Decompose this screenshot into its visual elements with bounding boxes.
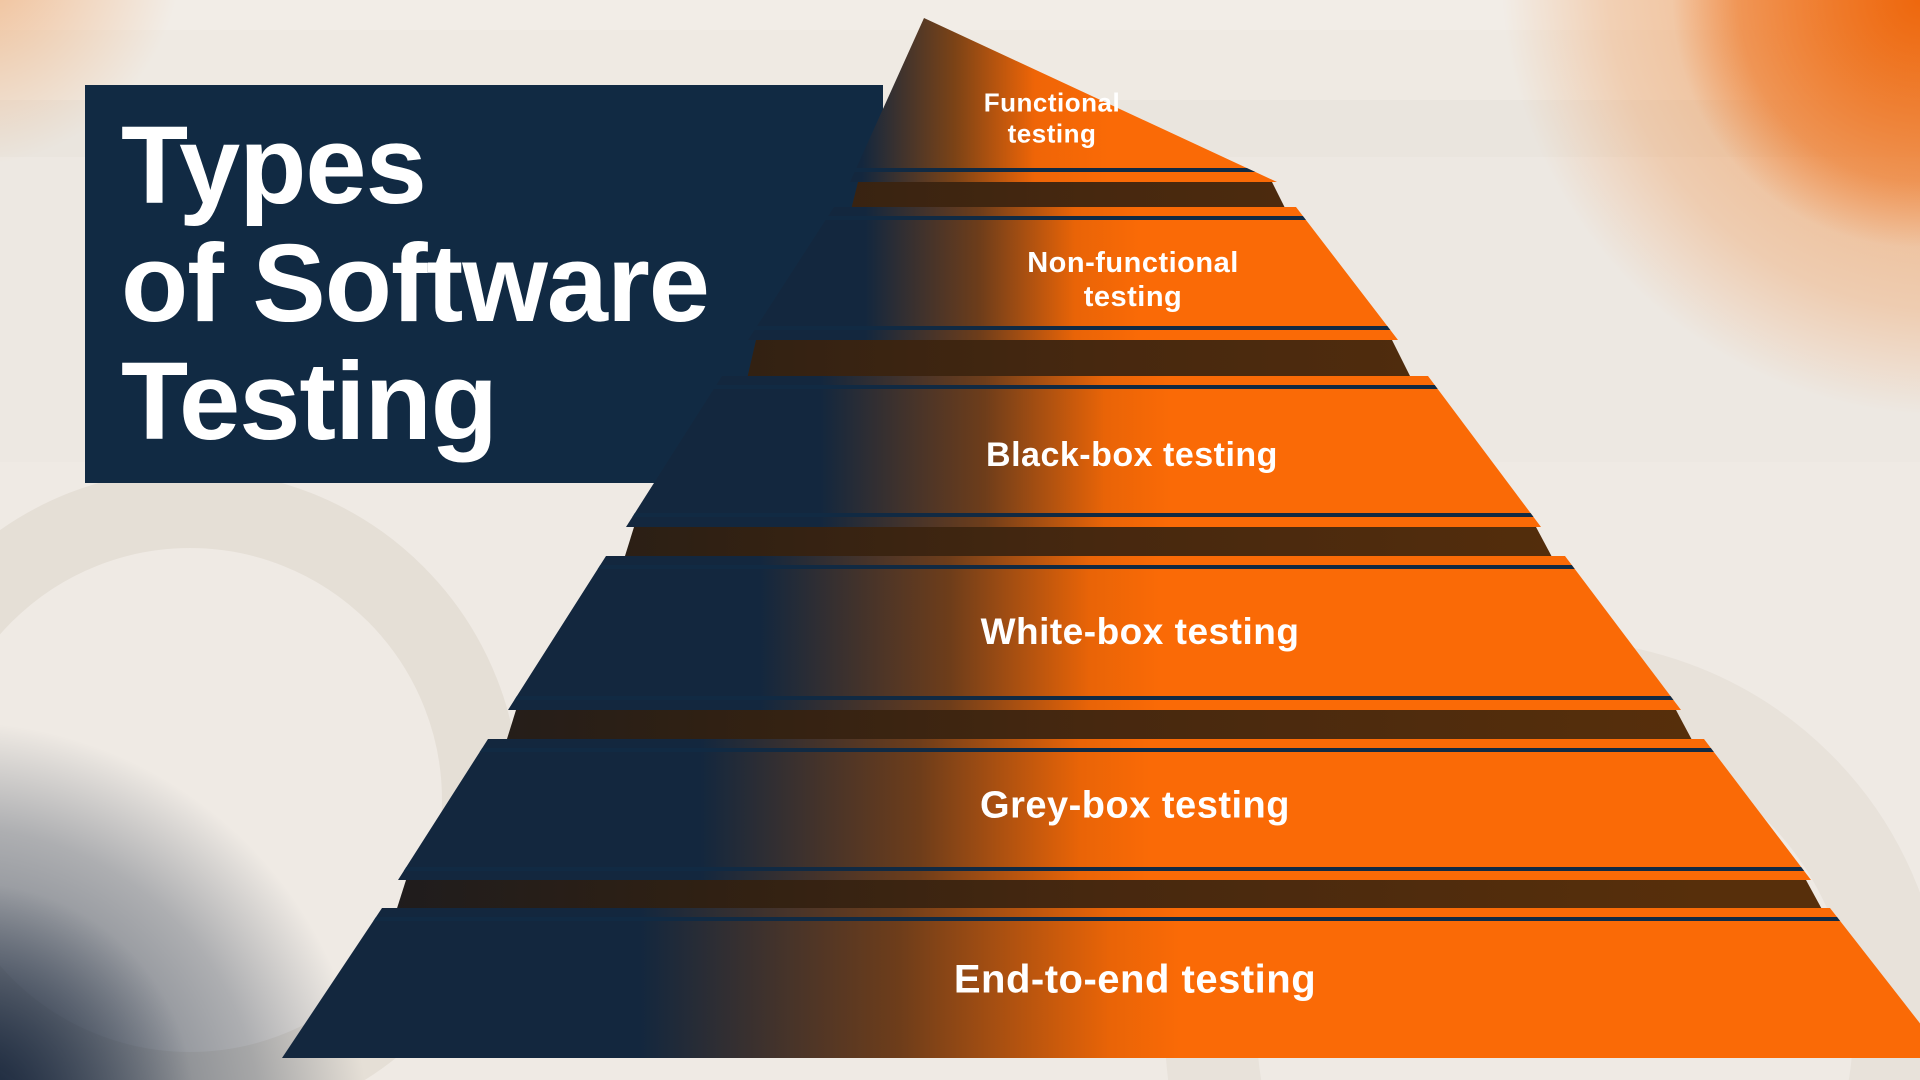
- label-black-box-testing: Black-box testing: [986, 435, 1278, 474]
- title-line-1: Types: [121, 104, 427, 227]
- title-box: Types of Software Testing: [85, 85, 883, 483]
- label-end-to-end-testing: End-to-end testing: [953, 957, 1317, 1002]
- label-white-box-testing: White-box testing: [980, 611, 1300, 653]
- label-non-functional-testing: Non-functional testing: [1027, 246, 1239, 313]
- label-grey-box-testing: Grey-box testing: [980, 784, 1290, 827]
- label-functional-testing: Functional testing: [983, 87, 1121, 148]
- title-line-2: of Software: [121, 222, 710, 345]
- title-line-3: Testing: [121, 340, 498, 463]
